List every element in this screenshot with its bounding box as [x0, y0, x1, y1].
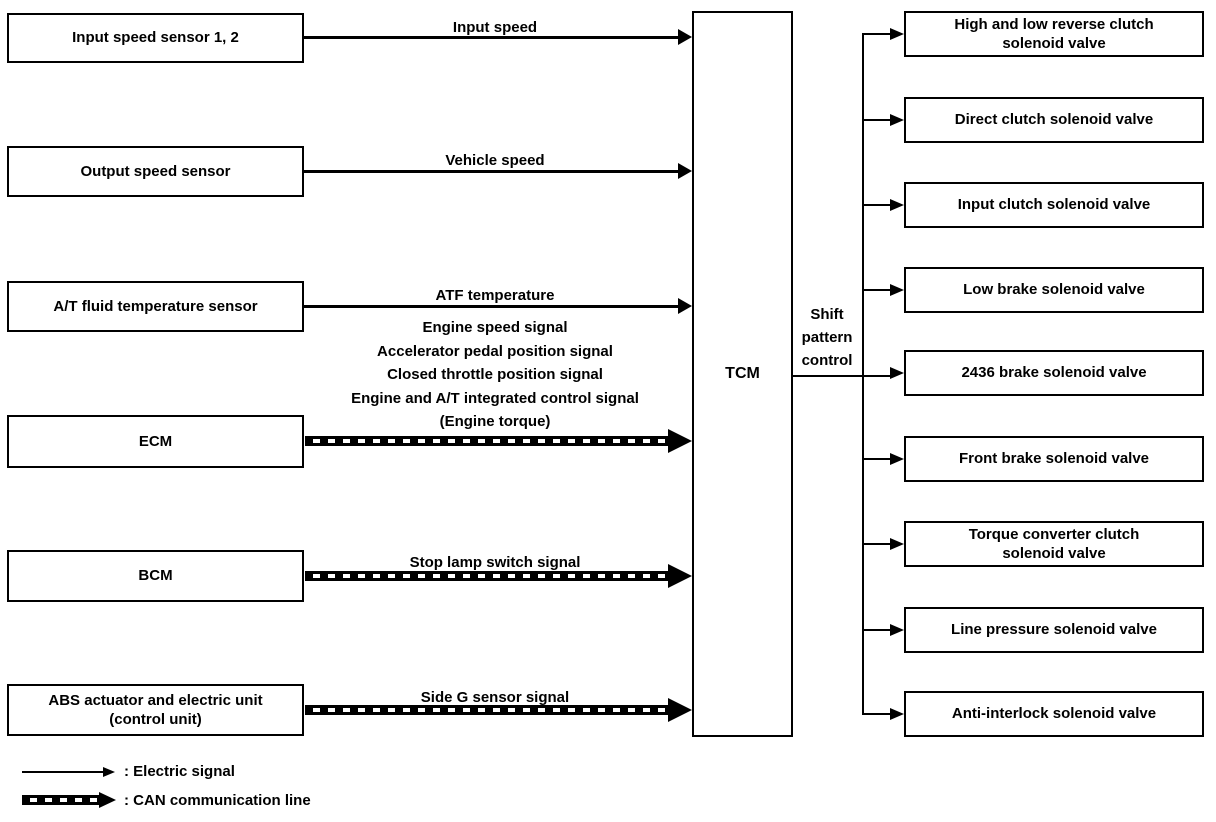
- signal-label-vehicle-speed: Vehicle speed: [445, 152, 545, 169]
- output-box-torque-converter-clutch: Torque converter clutch solenoid valve: [904, 521, 1204, 567]
- output-box-label: Torque converter clutch solenoid valve: [968, 525, 1140, 562]
- input-box-bcm: BCM: [7, 550, 304, 602]
- output-box-label: Anti-interlock solenoid valve: [951, 705, 1157, 723]
- input-box-label: Output speed sensor: [80, 162, 231, 180]
- output-box-input-clutch: Input clutch solenoid valve: [904, 182, 1204, 228]
- arrowhead-icon: [890, 199, 904, 211]
- input-box-label: ECM: [138, 432, 173, 450]
- signal-label-input-speed: Input speed: [452, 19, 538, 36]
- can-line-bcm: [305, 571, 668, 581]
- arrowhead-icon: [678, 298, 692, 314]
- arrowhead-icon: [103, 767, 115, 777]
- arrowhead-icon: [678, 163, 692, 179]
- electric-line-input-speed: [304, 36, 679, 39]
- output-box-label: 2436 brake solenoid valve: [961, 364, 1147, 382]
- arrowhead-icon: [668, 698, 692, 722]
- output-box-anti-interlock: Anti-interlock solenoid valve: [904, 691, 1204, 737]
- signal-label-ecm-signals: Engine speed signal Accelerator pedal po…: [351, 319, 639, 430]
- legend-can-communication-arrow-icon: [22, 795, 99, 805]
- branch-line: [862, 119, 892, 121]
- arrowhead-icon: [890, 284, 904, 296]
- input-box-abs-actuator: ABS actuator and electric unit (control …: [7, 684, 304, 736]
- arrowhead-icon: [890, 538, 904, 550]
- arrowhead-icon: [890, 453, 904, 465]
- branch-line: [862, 33, 892, 35]
- signal-label-stop-lamp-switch: Stop lamp switch signal: [409, 554, 581, 571]
- output-box-label: Input clutch solenoid valve: [957, 196, 1151, 214]
- branch-line: [862, 289, 892, 291]
- shift-pattern-control-label: Shift pattern control: [801, 306, 853, 369]
- input-box-label: BCM: [138, 567, 173, 585]
- arrowhead-icon: [890, 114, 904, 126]
- input-box-output-speed-sensor: Output speed sensor: [7, 146, 304, 197]
- input-box-label: Input speed sensor 1, 2: [72, 29, 239, 47]
- output-box-label: High and low reverse clutch solenoid val…: [954, 15, 1154, 52]
- arrowhead-icon: [890, 28, 904, 40]
- output-box-label: Front brake solenoid valve: [958, 450, 1150, 468]
- branch-line: [862, 458, 892, 460]
- branch-line: [862, 713, 892, 715]
- output-box-low-brake: Low brake solenoid valve: [904, 267, 1204, 313]
- tcm-label: TCM: [725, 364, 760, 382]
- input-box-ecm: ECM: [7, 415, 304, 468]
- arrowhead-icon: [678, 29, 692, 45]
- legend-can-label: : CAN communication line: [124, 792, 311, 809]
- output-box-label: Low brake solenoid valve: [963, 281, 1145, 299]
- arrowhead-icon: [890, 367, 904, 379]
- output-box-label: Direct clutch solenoid valve: [954, 111, 1154, 129]
- arrowhead-icon: [99, 792, 116, 808]
- input-box-label: A/T fluid temperature sensor: [53, 297, 258, 315]
- branch-line: [862, 204, 892, 206]
- output-box-front-brake: Front brake solenoid valve: [904, 436, 1204, 482]
- tcm-output-feed-line: [793, 375, 892, 377]
- output-box-label: Line pressure solenoid valve: [951, 621, 1157, 639]
- arrowhead-icon: [890, 708, 904, 720]
- arrowhead-icon: [890, 624, 904, 636]
- output-branch-bus-line: [862, 33, 864, 715]
- electric-line-atf-temperature: [304, 305, 679, 308]
- legend-electric-signal-arrow-icon: [22, 771, 105, 773]
- arrowhead-icon: [668, 564, 692, 588]
- branch-line: [862, 543, 892, 545]
- tcm-box: TCM: [692, 11, 793, 737]
- signal-label-atf-temperature: ATF temperature: [435, 287, 555, 304]
- input-box-at-fluid-temp-sensor: A/T fluid temperature sensor: [7, 281, 304, 332]
- signal-label-side-g-sensor: Side G sensor signal: [420, 689, 570, 706]
- output-box-high-low-reverse-clutch: High and low reverse clutch solenoid val…: [904, 11, 1204, 57]
- output-box-2436-brake: 2436 brake solenoid valve: [904, 350, 1204, 396]
- input-box-label: ABS actuator and electric unit (control …: [48, 691, 263, 728]
- branch-line: [862, 629, 892, 631]
- can-line-abs: [305, 705, 668, 715]
- electric-line-vehicle-speed: [304, 170, 679, 173]
- can-line-ecm: [305, 436, 668, 446]
- output-box-line-pressure: Line pressure solenoid valve: [904, 607, 1204, 653]
- arrowhead-icon: [668, 429, 692, 453]
- output-box-direct-clutch: Direct clutch solenoid valve: [904, 97, 1204, 143]
- legend-electric-label: : Electric signal: [124, 763, 235, 780]
- input-box-input-speed-sensor: Input speed sensor 1, 2: [7, 13, 304, 63]
